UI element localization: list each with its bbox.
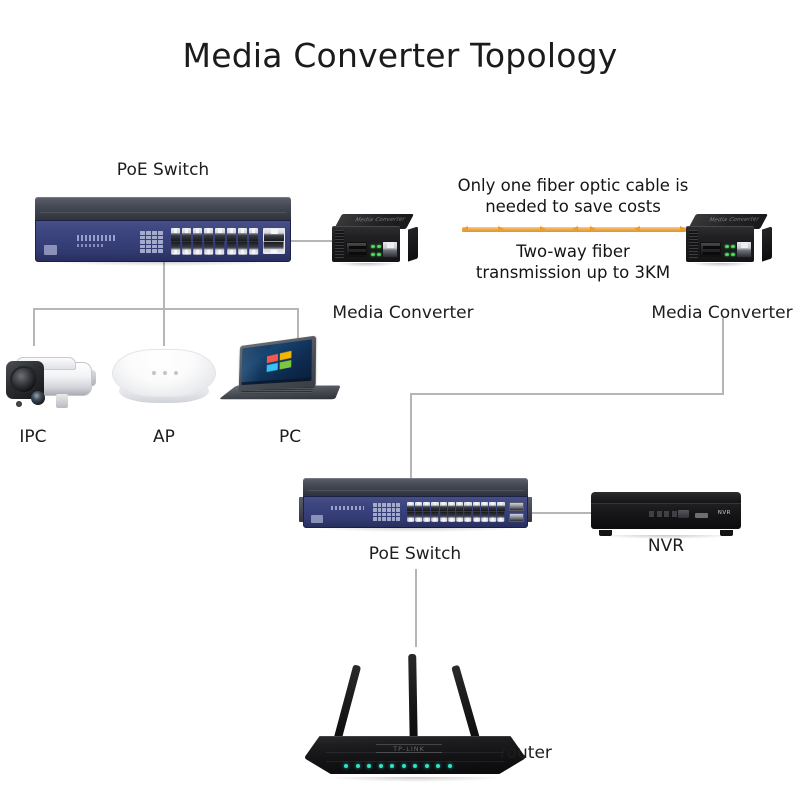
switch-rj45-port-bank[interactable] [406, 501, 505, 523]
link-bus-to-ipc [33, 308, 35, 346]
fiber-arrow-left-3 [634, 226, 640, 232]
poe-switch-bottom-label: PoE Switch [368, 544, 462, 564]
usb-port[interactable] [695, 513, 708, 518]
ipc-camera[interactable] [0, 350, 96, 412]
vent-icon [335, 230, 344, 258]
fiber-optic-link [462, 226, 686, 233]
link-bus-to-pc [297, 308, 299, 346]
camera-lens-ring [10, 366, 45, 405]
switch-brand-print [330, 506, 365, 511]
fiber-arrow-right-4 [680, 226, 686, 232]
switch-front-panel [35, 220, 291, 262]
page-title: Media Converter Topology [182, 36, 618, 75]
switch-shadow [42, 261, 284, 266]
media-converter-right-label: Media Converter [651, 303, 793, 323]
poe-switch-top[interactable] [35, 197, 291, 266]
switch-chassis-top [35, 197, 291, 222]
screen-glare [241, 342, 275, 386]
link-access-bus [33, 308, 298, 310]
media-converter-left[interactable]: Media Converter [332, 214, 418, 267]
media-converter-side [408, 226, 418, 262]
media-converter-body [686, 226, 754, 262]
rj45-port[interactable] [382, 241, 398, 258]
nvr-label: NVR [647, 536, 685, 556]
switch-led-array [140, 230, 163, 254]
switch-led-array [373, 503, 400, 521]
nvr-chassis-top [591, 492, 741, 505]
media-converter-left-label: Media Converter [332, 303, 474, 323]
switch-uplink-port-bank[interactable] [263, 228, 285, 255]
fiber-note-top-line1: Only one fiber optic cable is [457, 176, 689, 195]
media-converter-shadow [336, 263, 398, 267]
router-body [304, 736, 526, 774]
media-converter-body [332, 226, 400, 262]
switch-model-print [76, 243, 105, 248]
nvr-device[interactable]: NVR [591, 492, 741, 539]
router-led-array [344, 764, 452, 768]
router-seam [326, 751, 504, 753]
nvr-display-icon [678, 510, 689, 518]
link-bottomswitch-to-router [415, 569, 417, 647]
switch-front-panel [303, 496, 528, 528]
media-converter-right[interactable]: Media Converter [686, 214, 772, 267]
fiber-note-bottom-line1: Two-way fiber [516, 242, 630, 261]
fiber-note-top-line2: needed to save costs [485, 197, 661, 216]
media-converter-shadow [690, 263, 752, 267]
switch-chassis-top [303, 478, 528, 497]
rack-ear-right [527, 497, 532, 522]
nvr-foot [720, 530, 733, 536]
link-topswitch-dropline [163, 262, 165, 309]
access-point[interactable] [112, 349, 216, 407]
fiber-note-bottom-line2: transmission up to 3KM [475, 263, 671, 282]
camera-lens [31, 391, 45, 405]
rack-ear-left [299, 497, 304, 522]
switch-rj45-port-bank[interactable] [170, 228, 259, 255]
router-brand-logo: TP-LINK [376, 744, 442, 753]
link-bottomswitch-uplink [410, 393, 412, 478]
switch-brand-print [76, 234, 118, 242]
link-mcright-dropline [722, 318, 724, 394]
fiber-arrow-right-3 [590, 226, 596, 232]
media-converter-side [762, 226, 772, 262]
fiber-arrow-right-2 [540, 226, 546, 232]
nvr-front-panel: NVR [591, 503, 741, 529]
laptop-screen [241, 339, 312, 386]
ipc-label: IPC [19, 427, 47, 447]
nvr-foot [599, 530, 612, 536]
switch-left-badge [44, 245, 58, 256]
vent-icon [689, 230, 698, 258]
ap-label: AP [153, 427, 175, 447]
pc-laptop[interactable] [218, 335, 341, 409]
switch-sfp-port-bank[interactable] [509, 502, 524, 522]
router-label: router [500, 743, 552, 763]
rj45-port[interactable] [736, 241, 752, 258]
router-shadow [326, 777, 504, 782]
nvr-shadow [597, 535, 735, 539]
ir-led-icon [16, 401, 22, 407]
fiber-arrow-left-1 [462, 226, 468, 232]
sc-fiber-port[interactable] [700, 242, 721, 257]
poe-switch-bottom[interactable] [299, 478, 532, 532]
poe-switch-top-label: PoE Switch [116, 160, 210, 180]
link-mcright-to-bottomswitch-h [410, 393, 724, 395]
link-bus-to-ap [163, 308, 165, 346]
nvr-faceplate-text: NVR [717, 510, 731, 516]
link-bottomswitch-to-nvr [528, 512, 591, 514]
pc-label: PC [278, 427, 302, 447]
ap-led-array [152, 371, 178, 375]
sc-fiber-port[interactable] [346, 242, 367, 257]
link-topswitch-to-mcleft [278, 240, 332, 242]
camera-mount-bracket [56, 394, 68, 408]
fiber-arrow-right-1 [498, 226, 504, 232]
wireless-router[interactable]: TP-LINK [300, 640, 530, 782]
router-seam [326, 761, 504, 763]
switch-shadow [309, 527, 522, 532]
laptop-lid [238, 335, 317, 391]
switch-left-badge [311, 515, 323, 523]
fiber-arrow-left-2 [572, 226, 578, 232]
